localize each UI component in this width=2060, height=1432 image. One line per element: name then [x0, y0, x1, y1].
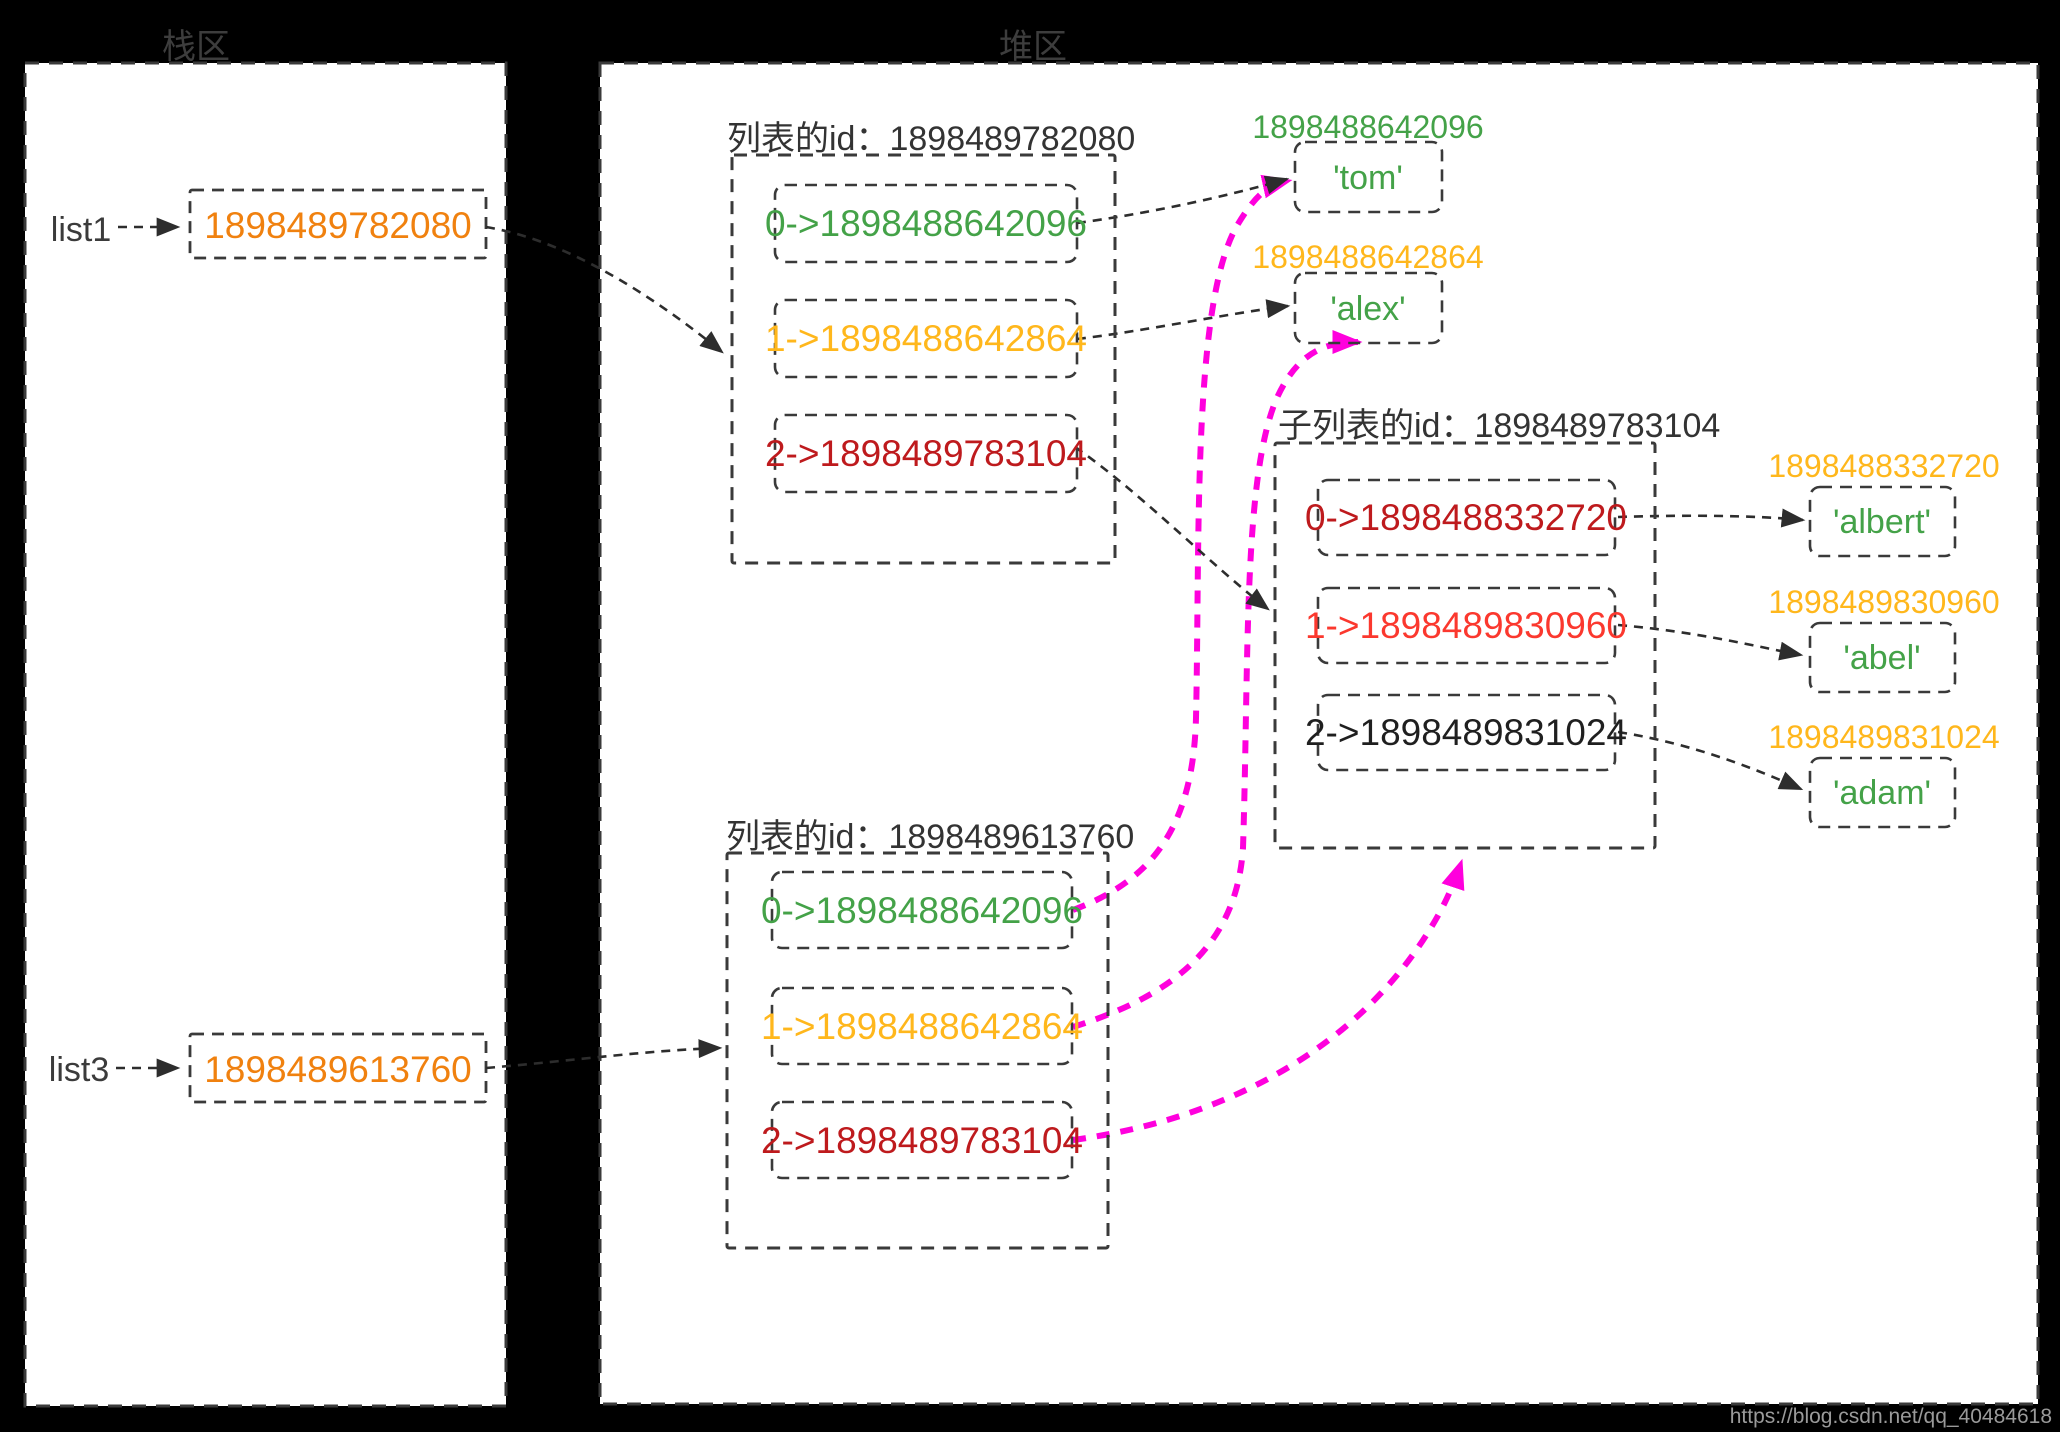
- heap-list1-title: 列表的id：1898489782080: [727, 120, 1135, 158]
- heap-list1-item0-box: [773, 183, 1079, 264]
- alex-value: 'alex': [1330, 290, 1405, 328]
- albert-value: 'albert': [1833, 503, 1931, 541]
- heap-sublist-item0: 0->1898488332720: [1305, 497, 1627, 538]
- stack-panel-title: 栈区: [162, 28, 230, 66]
- abel-box: [1808, 621, 1957, 694]
- albert-id-label: 1898488332720: [1768, 448, 1999, 484]
- heap-list3-frame: [725, 851, 1110, 1250]
- heap-string-objects: 1898488642096 'tom' 1898488642864 'alex'…: [1252, 109, 2000, 829]
- heap-sublist-item2: 2->1898489831024: [1305, 712, 1627, 753]
- heap-sublist-item0-box: [1316, 478, 1617, 557]
- adam-value: 'adam': [1833, 774, 1931, 812]
- heap-list1-frame: [730, 153, 1117, 565]
- heap-list3-item2: 2->1898489783104: [761, 1120, 1083, 1161]
- heap-sublist-item2-box: [1316, 693, 1617, 772]
- arrow-list1-item2-to-sublist: [1074, 445, 1270, 611]
- arrow-list3-item0-to-tom: [1071, 174, 1293, 913]
- heap-sublist-item1: 1->1898489830960: [1305, 605, 1627, 646]
- heap-sublist-title: 子列表的id：1898489783104: [1278, 407, 1720, 445]
- watermark: https://blog.csdn.net/qq_40484618: [1730, 1405, 2052, 1428]
- heap-list3-item2-box: [770, 1100, 1074, 1180]
- tom-box: [1293, 140, 1444, 214]
- heap-sublist-frame: [1273, 441, 1657, 850]
- stack-panel: 栈区 list1 1898489782080 list3 18984896137…: [23, 28, 508, 1408]
- heap-list3-object: 列表的id：1898489613760 0->1898488642096 1->…: [725, 818, 1134, 1250]
- arrow-list3-item2-to-sublist: [1072, 858, 1465, 1143]
- arrow-sublist-item0-to-albert: [1617, 508, 1806, 528]
- abel-id-label: 1898489830960: [1768, 584, 1999, 620]
- stack-var-list1-address-box: [188, 188, 488, 260]
- shared-reference-arrows: [1071, 174, 1465, 1143]
- stack-panel-frame: [23, 61, 508, 1408]
- stack-var-list3-label: list3: [49, 1051, 109, 1089]
- alex-box: [1293, 271, 1444, 345]
- adam-box: [1808, 756, 1957, 829]
- heap-list1-item1: 1->1898488642864: [765, 318, 1087, 359]
- arrow-list3-item1-to-alex: [1072, 330, 1363, 1030]
- pointer-arrows: [116, 175, 1806, 1078]
- abel-value: 'abel': [1843, 639, 1920, 677]
- tom-value: 'tom': [1333, 159, 1403, 197]
- heap-list1-item2: 2->1898489783104: [765, 433, 1087, 474]
- heap-list3-item1: 1->1898488642864: [761, 1006, 1083, 1047]
- heap-sublist-item1-box: [1316, 586, 1617, 665]
- stack-var-list1-address: 1898489782080: [204, 205, 472, 246]
- alex-id-label: 1898488642864: [1252, 239, 1483, 275]
- albert-box: [1808, 485, 1957, 558]
- heap-list1-item2-box: [773, 413, 1079, 494]
- heap-list3-item0: 0->1898488642096: [761, 890, 1083, 931]
- arrow-address1-to-heap-list1: [485, 225, 724, 354]
- arrow-address3-to-heap-list3: [485, 1039, 723, 1070]
- heap-list3-item1-box: [770, 986, 1074, 1066]
- heap-panel-title: 堆区: [999, 28, 1067, 66]
- stack-var-list3-address: 1898489613760: [204, 1049, 472, 1090]
- heap-list3-title: 列表的id：1898489613760: [726, 818, 1134, 856]
- heap-sublist-object: 子列表的id：1898489783104 0->1898488332720 1-…: [1273, 407, 1720, 850]
- heap-list3-item0-box: [770, 870, 1074, 950]
- heap-list1-item0: 0->1898488642096: [765, 203, 1087, 244]
- stack-var-list1-label: list1: [51, 211, 111, 249]
- adam-id-label: 1898489831024: [1768, 719, 1999, 755]
- tom-id-label: 1898488642096: [1252, 109, 1483, 145]
- heap-list1-item1-box: [773, 298, 1079, 379]
- heap-list1-object: 列表的id：1898489782080 0->1898488642096 1->…: [727, 120, 1135, 565]
